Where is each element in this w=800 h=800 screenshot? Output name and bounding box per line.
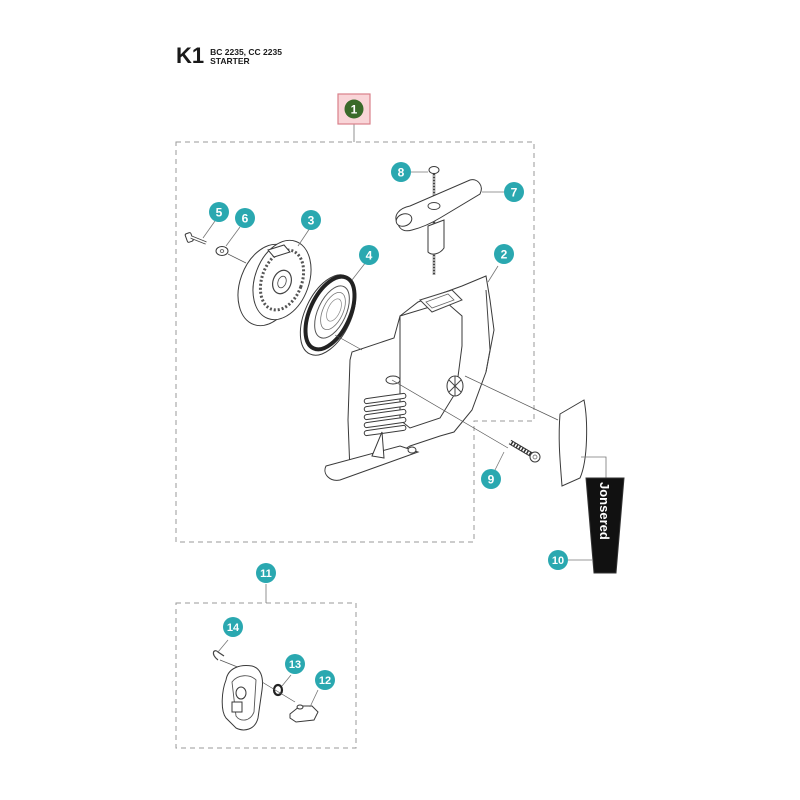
decal-brand-text: Jonsered [597, 482, 612, 540]
leader-9 [493, 451, 505, 473]
callout-7[interactable]: 7 [504, 182, 524, 202]
callout-3-label: 3 [308, 214, 315, 228]
callout-4[interactable]: 4 [359, 245, 379, 265]
callout-12[interactable]: 12 [315, 670, 335, 690]
part-9-screw[interactable] [508, 439, 541, 463]
axis-line [227, 253, 247, 264]
vent-grille [363, 392, 407, 437]
sub-assembly-housing[interactable] [221, 665, 263, 731]
assembly-1-callout[interactable]: 1 [337, 93, 371, 125]
model-numbers: BC 2235, CC 2235 [210, 47, 282, 57]
leader-13 [281, 674, 292, 687]
callout-14-label: 14 [227, 622, 240, 634]
callout-8[interactable]: 8 [391, 162, 411, 182]
axis-line-6 [261, 681, 296, 703]
callout-9[interactable]: 9 [481, 469, 501, 489]
assembly-1-label: 1 [351, 103, 358, 117]
leader-6 [225, 226, 241, 247]
callout-10-label: 10 [552, 555, 564, 567]
callout-13-label: 13 [289, 659, 301, 671]
axis-line-3 [391, 379, 509, 449]
leader-12 [309, 689, 319, 708]
part-4-recoil-spring[interactable] [289, 266, 367, 363]
callout-9-label: 9 [488, 473, 495, 487]
part-14-circlip[interactable] [212, 650, 225, 661]
callout-2[interactable]: 2 [494, 244, 514, 264]
callout-10[interactable]: 10 [548, 550, 568, 570]
callout-11-label: 11 [260, 568, 272, 580]
part-3-rope-pulley[interactable] [227, 232, 321, 334]
callout-2-label: 2 [501, 248, 508, 262]
callout-3[interactable]: 3 [301, 210, 321, 230]
housing-emblem [446, 375, 464, 397]
leader-decal [581, 456, 607, 478]
part-13-spring[interactable] [272, 683, 284, 697]
callout-5[interactable]: 5 [209, 202, 229, 222]
callout-12-label: 12 [319, 675, 331, 687]
section-title: STARTER [210, 56, 250, 66]
callout-8-label: 8 [398, 166, 405, 180]
part-6-washer[interactable] [215, 246, 229, 256]
header-details: BC 2235, CC 2235 STARTER [210, 48, 282, 66]
leader-14 [217, 639, 229, 653]
callout-7-label: 7 [511, 186, 518, 200]
callout-4-label: 4 [366, 249, 373, 263]
page-code: K1 [176, 43, 205, 68]
axis-line-2 [334, 334, 363, 351]
decal-backing [558, 399, 588, 487]
assembly-1-circle [344, 99, 364, 119]
leader-2 [487, 265, 499, 283]
callout-14[interactable]: 14 [223, 617, 243, 637]
part-7-starter-handle[interactable] [394, 179, 482, 255]
part-10-decal[interactable]: Jonsered [585, 477, 625, 574]
page-header: K1 BC 2235, CC 2235 STARTER [176, 44, 282, 68]
callout-6-label: 6 [242, 212, 249, 226]
callout-6[interactable]: 6 [235, 208, 255, 228]
leader-5 [202, 220, 216, 239]
assembly-1-boundary [175, 141, 535, 543]
callout-13[interactable]: 13 [285, 654, 305, 674]
part-2-starter-housing[interactable] [324, 275, 495, 481]
axis-line-4 [464, 375, 559, 421]
part-12-pawl[interactable] [289, 704, 319, 723]
leader-3 [297, 227, 311, 247]
leader-4 [351, 261, 367, 281]
part-5-screw[interactable] [184, 232, 207, 245]
callout-11[interactable]: 11 [256, 563, 276, 583]
callout-5-label: 5 [216, 206, 223, 220]
decal-shape [585, 477, 625, 574]
assembly-11-boundary [175, 602, 357, 749]
